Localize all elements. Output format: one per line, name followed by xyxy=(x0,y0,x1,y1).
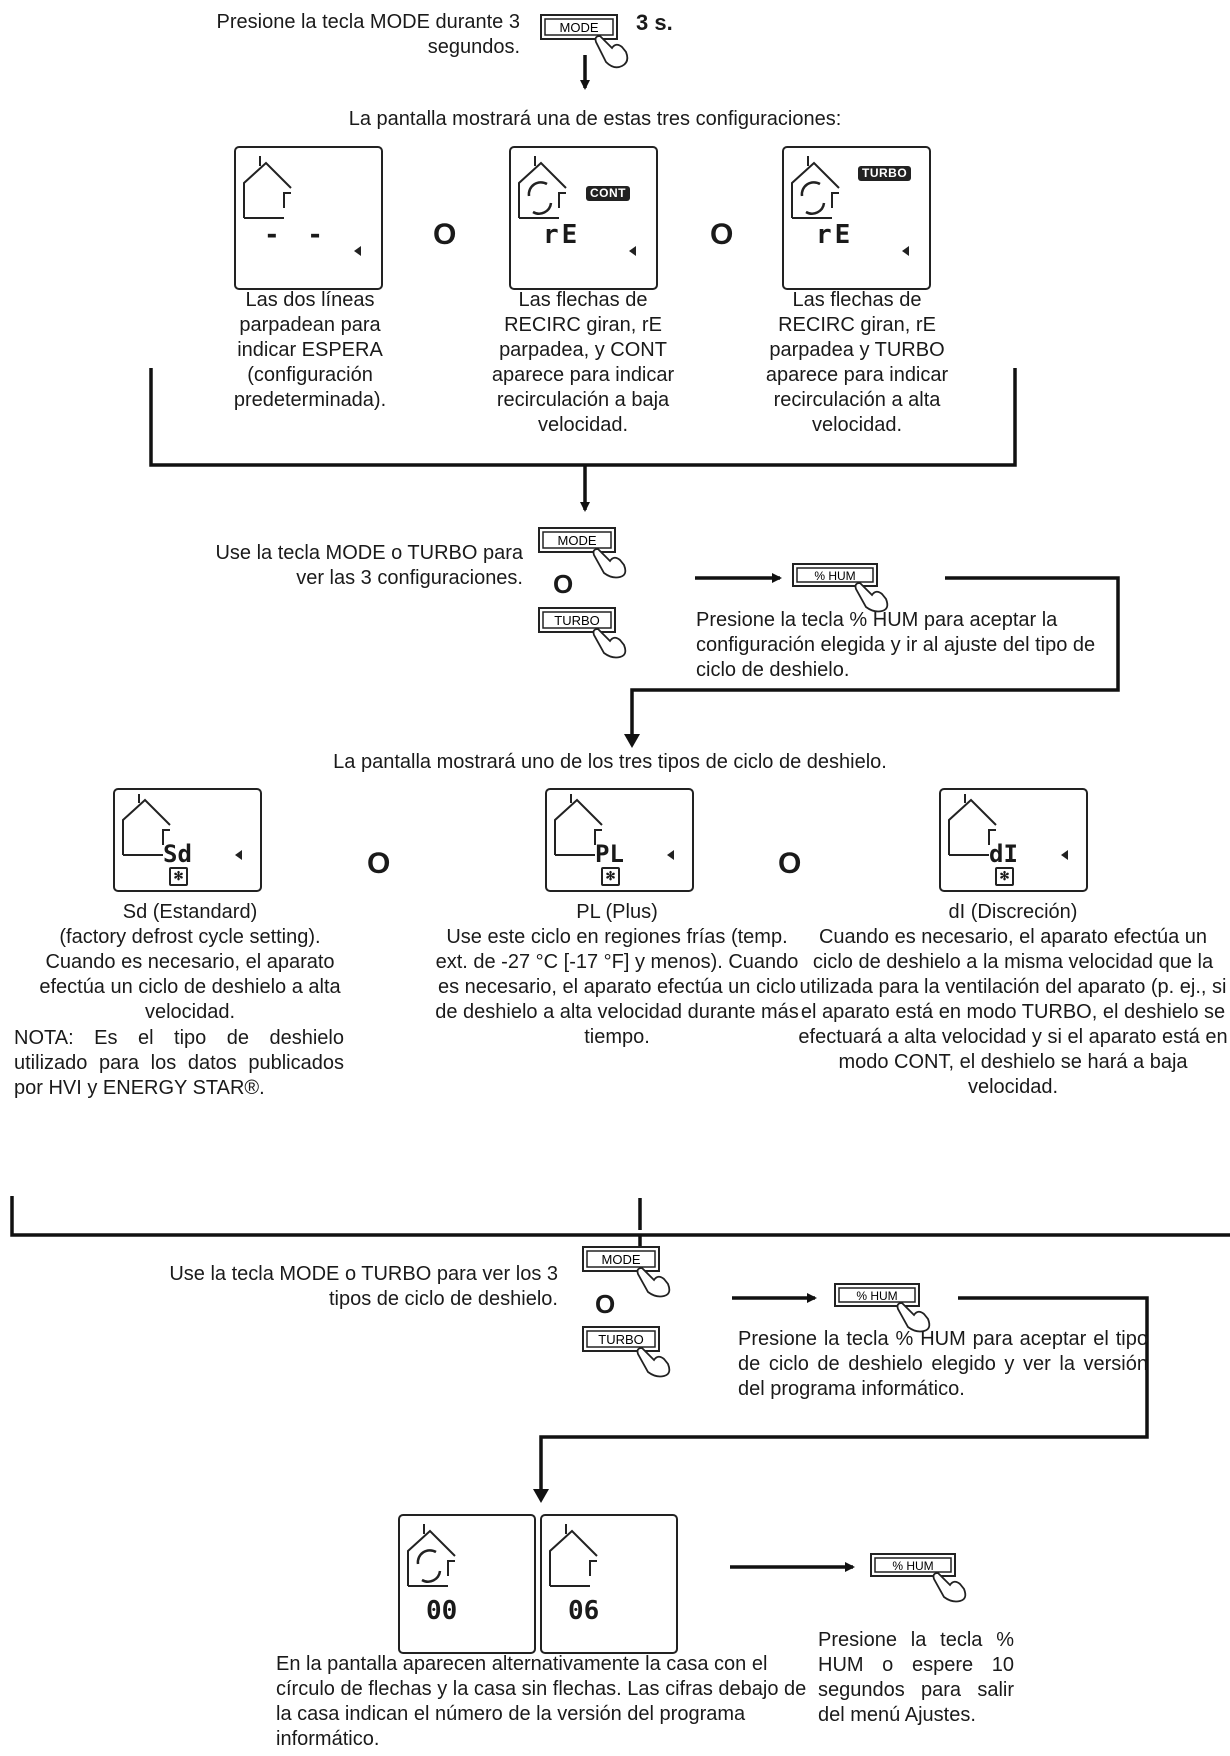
turbo-key-3[interactable]: TURBO xyxy=(582,1326,672,1383)
lcd-version: 06 xyxy=(540,1514,678,1654)
house-icon xyxy=(554,794,603,856)
caption-cont: Las flechas de RECIRC giran, rE parpadea… xyxy=(491,289,675,436)
lcd-standby: - - xyxy=(234,146,383,290)
lcd-version-recirc: 00 xyxy=(398,1514,536,1654)
recirc-arrows-icon xyxy=(800,181,826,215)
mode-key-1[interactable]: MODE xyxy=(540,14,630,75)
svg-text:% HUM: % HUM xyxy=(892,1559,933,1573)
indicator-icon xyxy=(1061,850,1068,860)
pl-body: Use este ciclo en regiones frías (temp. … xyxy=(435,926,799,1048)
sd-body: (factory defrost cycle setting). Cuando … xyxy=(39,926,341,1023)
step3-instruction: Use la tecla MODE o TURBO para ver los 3… xyxy=(169,1263,558,1310)
snowflake-icon: ✻ xyxy=(601,867,620,886)
mode-key-2[interactable]: MODE xyxy=(538,527,628,584)
house-icon xyxy=(407,1524,456,1587)
turbo-key-2[interactable]: TURBO xyxy=(538,607,628,664)
house-icon xyxy=(948,794,997,856)
svg-text:TURBO: TURBO xyxy=(554,613,600,628)
pointing-hand-icon xyxy=(636,1347,671,1378)
sd-title: Sd (Estandard) xyxy=(122,901,258,923)
lcd-digits: dI xyxy=(989,840,1018,868)
caption-turbo: Las flechas de RECIRC giran, rE parpadea… xyxy=(765,289,949,436)
snowflake-icon: ✻ xyxy=(169,867,188,886)
connector-2 xyxy=(539,1296,1149,1493)
indicator-icon xyxy=(667,850,674,860)
pointing-hand-icon xyxy=(932,1572,967,1603)
caption-standby: Las dos líneas parpadean para indicar ES… xyxy=(233,289,387,411)
lcd-digits: Sd xyxy=(163,840,192,868)
step3-accept-text: Presione la tecla % HUM para aceptar el … xyxy=(738,1328,1148,1400)
or-label: O xyxy=(710,218,734,251)
sd-note: NOTA: Es el tipo de deshielo utilizado p… xyxy=(14,1027,344,1099)
pointing-hand-icon xyxy=(592,628,627,659)
svg-text:% HUM: % HUM xyxy=(814,569,855,583)
key-label: MODE xyxy=(560,20,599,35)
hum-key-4[interactable]: % HUM xyxy=(870,1553,970,1610)
duration-label: 3 s. xyxy=(636,10,673,35)
house-icon xyxy=(791,156,840,219)
or-label: O xyxy=(778,847,802,880)
bracket-2 xyxy=(10,1205,1230,1237)
lcd-cont: CONT rE xyxy=(509,146,658,290)
lcd-sd: Sd ✻ xyxy=(113,788,262,892)
indicator-icon xyxy=(235,850,242,860)
lcd-pl: PL ✻ xyxy=(545,788,694,892)
svg-text:MODE: MODE xyxy=(558,533,597,548)
connector-1 xyxy=(630,576,1120,738)
lcd-digits: PL xyxy=(595,840,624,868)
svg-text:TURBO: TURBO xyxy=(598,1332,644,1347)
recirc-arrows-icon xyxy=(527,181,553,215)
house-icon xyxy=(243,156,292,219)
or-label: O xyxy=(595,1289,616,1319)
pointing-hand-icon xyxy=(896,1302,931,1333)
hum-key-2[interactable]: % HUM xyxy=(792,563,892,620)
house-icon xyxy=(549,1524,598,1587)
indicator-icon xyxy=(354,246,361,256)
exit-text: Presione la tecla % HUM o espere 10 segu… xyxy=(818,1629,1014,1726)
di-title: dI (Discreción) xyxy=(948,901,1078,923)
lcd-digits: - - xyxy=(264,220,329,250)
house-icon xyxy=(122,794,171,856)
pointing-hand-icon xyxy=(854,582,889,613)
step2-accept-text: Presione la tecla % HUM para aceptar la … xyxy=(696,609,1096,681)
indicator-icon xyxy=(629,246,636,256)
lcd-di: dI ✻ xyxy=(939,788,1088,892)
or-label: O xyxy=(553,569,574,599)
lcd-digits: rE xyxy=(816,220,854,250)
di-body: Cuando es necesario, el aparato efectúa … xyxy=(798,926,1228,1098)
lcd-digits: rE xyxy=(543,220,581,250)
step2-instruction: Use la tecla MODE o TURBO para ver las 3… xyxy=(215,542,523,589)
section2-heading: La pantalla mostrará uno de los tres tip… xyxy=(333,751,887,773)
recirc-arrows-icon xyxy=(416,1549,442,1583)
pointing-hand-icon xyxy=(594,35,629,69)
section3-caption: En la pantalla aparecen alternativamente… xyxy=(276,1653,807,1750)
house-icon xyxy=(518,156,567,219)
turbo-badge: TURBO xyxy=(858,166,912,181)
mode-key-3[interactable]: MODE xyxy=(582,1246,672,1303)
or-label: O xyxy=(367,847,391,880)
pl-title: PL (Plus) xyxy=(576,901,658,923)
cont-badge: CONT xyxy=(586,186,630,201)
lcd-turbo: TURBO rE xyxy=(782,146,931,290)
indicator-icon xyxy=(902,246,909,256)
lcd-digits: 00 xyxy=(426,1596,458,1626)
lcd-digits: 06 xyxy=(568,1596,600,1626)
hum-key-3[interactable]: % HUM xyxy=(834,1283,934,1340)
section1-heading: La pantalla mostrará una de estas tres c… xyxy=(348,108,842,130)
or-label: O xyxy=(433,218,457,251)
snowflake-icon: ✻ xyxy=(995,867,1014,886)
step1-instruction: Presione la tecla MODE durante 3 segundo… xyxy=(216,11,521,58)
svg-text:% HUM: % HUM xyxy=(856,1289,897,1303)
pointing-hand-icon xyxy=(636,1267,671,1298)
svg-text:MODE: MODE xyxy=(602,1252,641,1267)
pointing-hand-icon xyxy=(592,548,627,579)
bracket-1 xyxy=(149,368,1017,467)
